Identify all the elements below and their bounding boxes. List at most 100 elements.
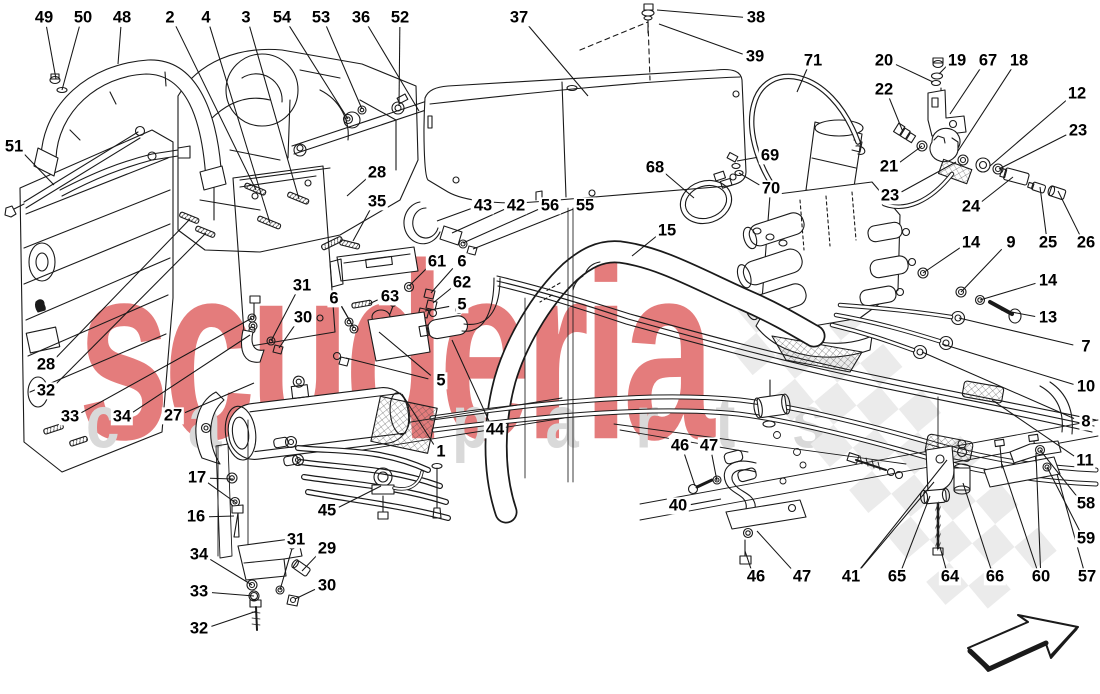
part-label-15: 15 xyxy=(655,221,679,240)
leader-line-13 xyxy=(1000,309,1036,318)
leader-line-40 xyxy=(690,498,722,506)
leader-line-27 xyxy=(184,382,255,414)
leader-line-44 xyxy=(451,339,490,423)
leader-line-14 xyxy=(922,247,961,274)
leader-line-51 xyxy=(23,152,55,186)
leader-line-5 xyxy=(345,357,429,380)
part-label-46: 46 xyxy=(668,436,692,455)
part-label-44: 44 xyxy=(483,420,507,439)
part-label-16: 16 xyxy=(184,507,208,526)
leader-line-48 xyxy=(117,26,122,65)
part-label-49: 49 xyxy=(32,8,56,27)
leader-line-35 xyxy=(352,209,371,242)
leader-line-65 xyxy=(901,495,931,569)
part-label-53: 53 xyxy=(309,8,333,27)
leader-line-26 xyxy=(1057,190,1081,236)
gearbox-drawing xyxy=(19,129,174,473)
part-label-2: 2 xyxy=(163,8,177,27)
part-label-39: 39 xyxy=(743,47,767,66)
part-label-51: 51 xyxy=(2,137,26,156)
part-label-17: 17 xyxy=(185,468,209,487)
clutch-shield xyxy=(33,59,227,191)
part-label-6: 6 xyxy=(327,289,341,308)
leader-line-12 xyxy=(989,99,1068,167)
leader-line-21 xyxy=(899,145,923,163)
leader-line-38 xyxy=(656,9,744,18)
leader-line-56 xyxy=(462,209,539,244)
leader-line-25 xyxy=(1039,186,1047,235)
leader-line-17 xyxy=(209,477,234,480)
part-label-67: 67 xyxy=(976,51,1000,70)
part-label-31: 31 xyxy=(290,276,314,295)
part-label-20: 20 xyxy=(872,51,896,70)
leader-line-41 xyxy=(858,459,948,571)
part-label-29: 29 xyxy=(315,539,339,558)
leader-line-58 xyxy=(1039,449,1078,498)
leader-line-60 xyxy=(1035,452,1042,569)
leader-line-11 xyxy=(991,399,1075,457)
part-label-31: 31 xyxy=(284,530,308,549)
hydraulic-pump-unit xyxy=(736,181,917,373)
hose-71 xyxy=(748,73,861,201)
part-label-4: 4 xyxy=(199,8,213,27)
leader-line-24 xyxy=(981,176,1014,203)
leader-line-49 xyxy=(45,26,57,80)
part-label-23: 23 xyxy=(1066,121,1090,140)
leader-line-59 xyxy=(1046,466,1081,532)
part-label-27: 27 xyxy=(161,406,185,425)
leader-line-64 xyxy=(939,546,947,569)
master-cylinder-group xyxy=(320,236,501,367)
part-label-18: 18 xyxy=(1007,51,1031,70)
part-label-60: 60 xyxy=(1029,567,1053,586)
leader-line-37 xyxy=(527,24,589,97)
leader-line-61 xyxy=(408,267,428,287)
part-label-25: 25 xyxy=(1036,233,1060,252)
leader-line-4 xyxy=(209,26,271,224)
part-label-66: 66 xyxy=(983,567,1007,586)
leader-line-60 xyxy=(1001,463,1038,569)
mount-bobbin xyxy=(753,379,791,428)
part-label-6: 6 xyxy=(455,252,469,271)
part-label-1: 1 xyxy=(434,442,448,461)
part-label-32: 32 xyxy=(187,619,211,638)
part-label-14: 14 xyxy=(1036,271,1060,290)
leader-line-57 xyxy=(1056,473,1084,569)
part-label-41: 41 xyxy=(839,567,863,586)
leader-line-45 xyxy=(338,485,382,508)
part-label-70: 70 xyxy=(759,179,783,198)
leader-line-16 xyxy=(208,515,235,518)
leader-line-6 xyxy=(430,268,454,294)
part-label-12: 12 xyxy=(1065,84,1089,103)
leader-line-33 xyxy=(81,317,253,414)
leader-line-19 xyxy=(938,65,947,75)
leader-line-69 xyxy=(736,156,758,162)
leader-line-31 xyxy=(270,293,297,342)
leader-line-17 xyxy=(207,482,237,504)
part-label-34: 34 xyxy=(110,407,134,426)
leader-line-41 xyxy=(859,481,935,571)
part-label-30: 30 xyxy=(315,576,339,595)
part-label-36: 36 xyxy=(349,8,373,27)
leader-line-47 xyxy=(756,530,794,571)
part-label-7: 7 xyxy=(1079,337,1093,356)
part-label-61: 61 xyxy=(425,252,449,271)
banjo-fittings-group xyxy=(829,267,1022,360)
part-label-40: 40 xyxy=(666,496,690,515)
leader-line-63 xyxy=(368,299,378,305)
leader-line-23 xyxy=(998,134,1067,170)
part-label-65: 65 xyxy=(885,567,909,586)
part-label-43: 43 xyxy=(471,196,495,215)
part-label-69: 69 xyxy=(758,146,782,165)
leader-line-46 xyxy=(684,454,696,487)
part-label-52: 52 xyxy=(388,8,412,27)
leader-line-8 xyxy=(921,351,1075,419)
leader-line-53 xyxy=(325,25,363,110)
part-label-26: 26 xyxy=(1074,233,1098,252)
part-label-48: 48 xyxy=(110,8,134,27)
part-label-55: 55 xyxy=(573,196,597,215)
part-label-47: 47 xyxy=(790,567,814,586)
leader-line-10 xyxy=(941,343,1074,385)
